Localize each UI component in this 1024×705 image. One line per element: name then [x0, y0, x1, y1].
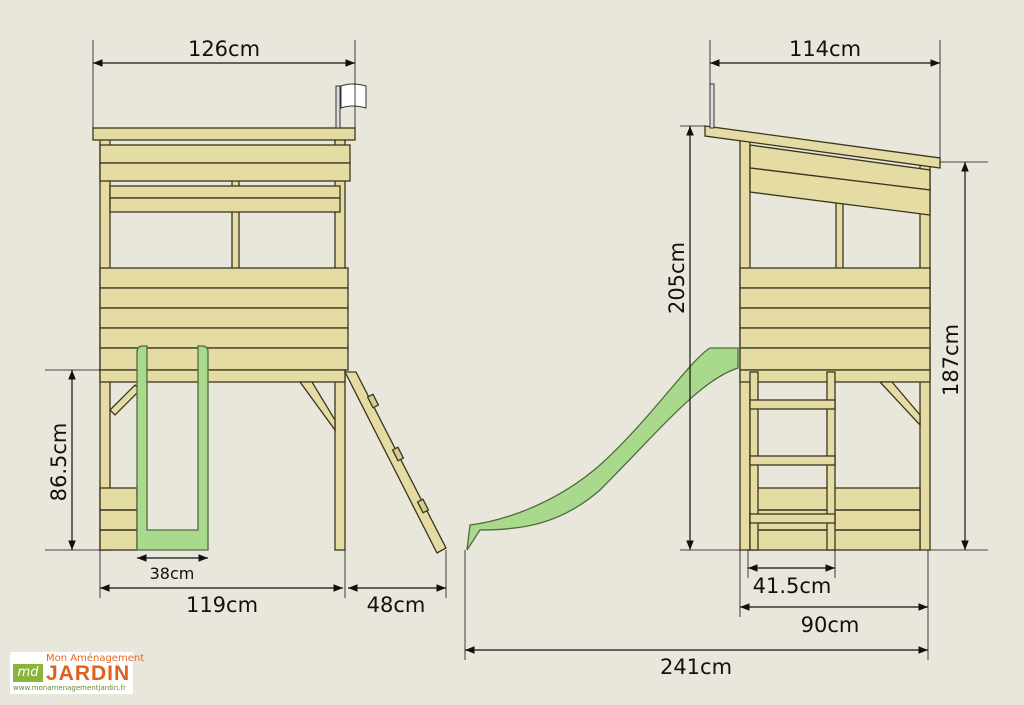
- dimension-lines: [45, 40, 988, 660]
- label-platform-height: 86.5cm: [47, 423, 71, 502]
- front-view: [92, 83, 447, 554]
- front-wall-planks: [99, 267, 349, 371]
- label-ladder-depth: 48cm: [367, 593, 426, 617]
- label-total-length: 241cm: [660, 655, 732, 679]
- label-base-depth: 90cm: [801, 613, 860, 637]
- front-slide: [136, 345, 209, 551]
- label-front-width: 126cm: [188, 37, 260, 61]
- label-slide-width: 38cm: [150, 564, 195, 583]
- label-base-width: 119cm: [186, 593, 258, 617]
- logo-url: www.monamenagementjardin.fr: [13, 684, 126, 692]
- side-view: [466, 83, 941, 551]
- side-wall-planks: [739, 267, 931, 371]
- dimension-labels: 126cm 114cm 205cm 187cm 86.5cm 38cm 119c…: [47, 37, 963, 679]
- side-slide: [466, 347, 739, 551]
- brand-logo: md Mon Aménagement JARDIN www.monamenage…: [10, 652, 144, 694]
- label-wall-height: 187cm: [939, 324, 963, 396]
- flag-icon: [340, 83, 367, 109]
- label-ladder-width: 41.5cm: [753, 574, 832, 598]
- logo-line1: Mon Aménagement: [46, 653, 145, 664]
- label-total-height: 205cm: [665, 242, 689, 314]
- logo-line2: JARDIN: [46, 662, 131, 685]
- logo-mark: md: [13, 664, 43, 682]
- side-ladder: [749, 371, 836, 551]
- front-ladder: [343, 371, 447, 554]
- label-side-width: 114cm: [789, 37, 861, 61]
